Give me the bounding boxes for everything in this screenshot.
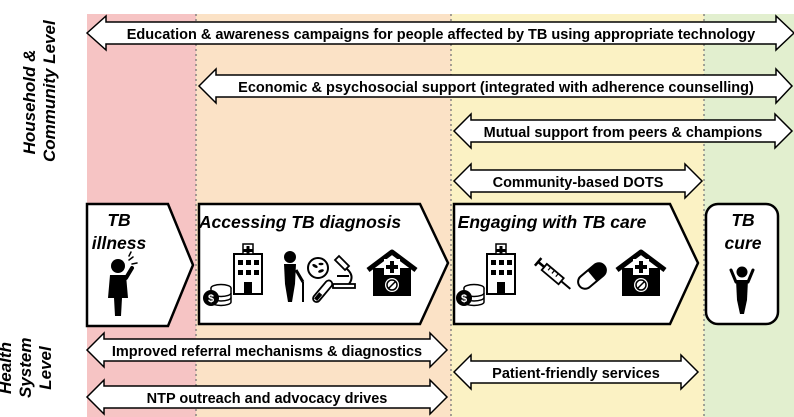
- stage-illness: TB illness: [85, 202, 195, 328]
- label-ntp: NTP outreach and advocacy drives: [147, 391, 388, 407]
- label-patient-friendly: Patient-friendly services: [492, 366, 660, 382]
- stage-care-title: Engaging with TB care: [458, 212, 647, 232]
- label-education: Education & awareness campaigns for peop…: [127, 27, 755, 43]
- stage-cure-title-line1: TB: [731, 210, 754, 230]
- test-tube-icon: [312, 279, 334, 303]
- label-dots: Community-based DOTS: [493, 175, 664, 191]
- arrow-patient-friendly: Patient-friendly services: [452, 353, 700, 391]
- syringe-icon: [533, 257, 571, 290]
- stage-diagnosis: Accessing TB diagnosis: [197, 202, 450, 326]
- arrow-ntp: NTP outreach and advocacy drives: [85, 378, 449, 416]
- sick-person-icon: [284, 251, 305, 302]
- coughing-person-icon: [108, 251, 138, 316]
- stage-illness-title-line1: TB: [107, 210, 130, 230]
- stage-diagnosis-title: Accessing TB diagnosis: [198, 212, 402, 232]
- arrow-economic: Economic & psychosocial support (integra…: [197, 67, 794, 105]
- label-economic: Economic & psychosocial support (integra…: [238, 80, 754, 96]
- stage-illness-title-line2: illness: [92, 233, 147, 253]
- microscope-icon: [332, 254, 356, 289]
- healthy-person-icon: [729, 266, 755, 314]
- arrow-dots: Community-based DOTS: [452, 162, 704, 200]
- stage-cure-title-line2: cure: [725, 233, 762, 253]
- arrow-mutual: Mutual support from peers & champions: [452, 112, 794, 150]
- label-mutual: Mutual support from peers & champions: [484, 125, 763, 141]
- arrow-education: Education & awareness campaigns for peop…: [85, 14, 794, 52]
- stage-care: Engaging with TB care: [452, 202, 700, 326]
- pill-icon: [577, 262, 607, 290]
- label-referral: Improved referral mechanisms & diagnosti…: [112, 344, 422, 360]
- household-community-level-label: Household & Community Level: [20, 20, 59, 162]
- bacteria-icon: [307, 257, 329, 279]
- arrow-referral: Improved referral mechanisms & diagnosti…: [85, 331, 449, 369]
- health-system-level-label: Health System Level: [0, 337, 55, 398]
- stage-cure: TB cure: [704, 202, 780, 326]
